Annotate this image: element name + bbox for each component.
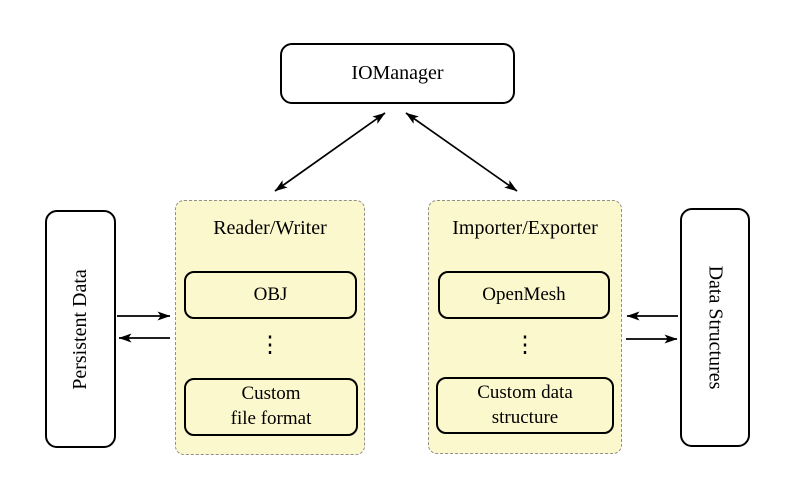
openmesh-label: OpenMesh <box>482 283 566 305</box>
importer-exporter-ellipsis: ⋮ <box>513 332 537 357</box>
reader-writer-title: Reader/Writer <box>213 217 327 239</box>
node-custom-file-format: Custom file format <box>184 378 358 436</box>
arrow-io-reader-writer <box>274 112 386 192</box>
arrow-io-importer-exporter <box>405 112 518 192</box>
custom-data-structure-label: Custom data structure <box>477 381 573 428</box>
node-io-manager: IOManager <box>280 43 515 104</box>
reader-writer-ellipsis: ⋮ <box>258 332 282 357</box>
group-importer-exporter: Importer/Exporter OpenMesh ⋮ Custom data… <box>428 200 622 454</box>
node-openmesh: OpenMesh <box>438 271 610 319</box>
importer-exporter-title: Importer/Exporter <box>452 217 598 239</box>
group-reader-writer: Reader/Writer OBJ ⋮ Custom file format <box>175 200 365 455</box>
node-custom-data-structure: Custom data structure <box>436 377 614 434</box>
node-obj: OBJ <box>184 271 357 319</box>
custom-file-format-label: Custom file format <box>230 383 312 429</box>
data-structures-label: Data Structures <box>704 265 727 390</box>
node-persistent-data: Persistent Data <box>45 210 116 448</box>
persistent-data-label: Persistent Data <box>69 268 91 390</box>
node-data-structures: Data Structures <box>680 208 750 447</box>
io-manager-label: IOManager <box>351 62 444 84</box>
obj-label: OBJ <box>253 283 288 305</box>
